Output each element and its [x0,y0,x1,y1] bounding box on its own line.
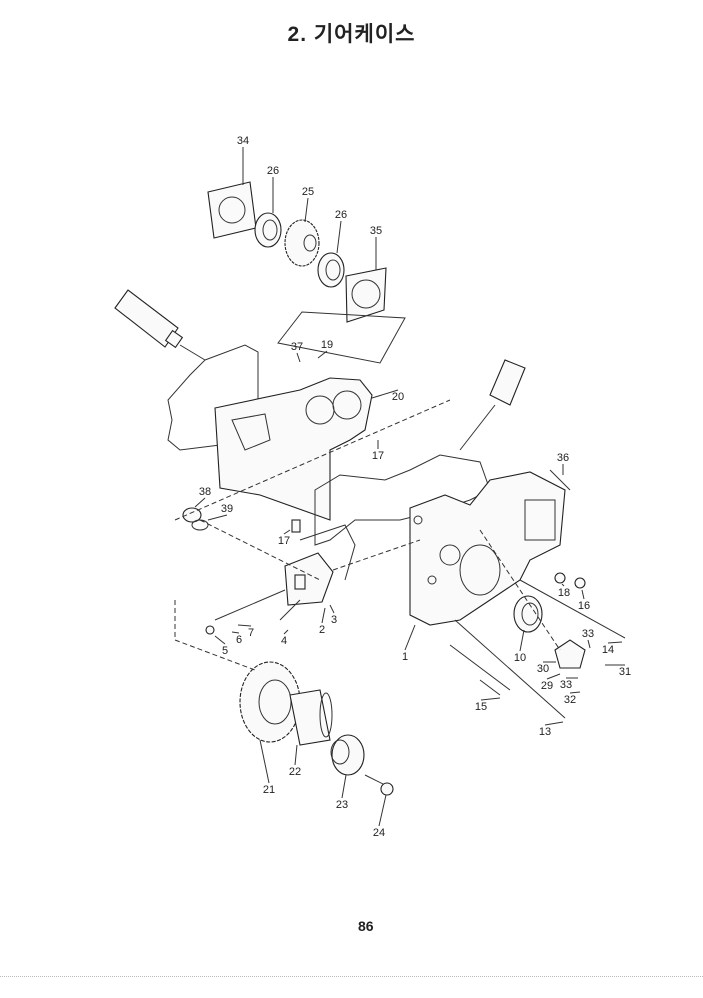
callout-leader [304,197,309,223]
callout-leader [237,624,252,627]
callout-24: 24 [373,827,385,839]
callout-17: 17 [278,535,290,547]
plug-17 [291,519,301,533]
bolt-15 [449,644,511,696]
callout-36: 36 [557,452,569,464]
callout-35: 35 [370,225,382,237]
scan-edge [0,976,703,987]
callout-leader [321,607,326,624]
callout-leader [581,589,585,600]
gasket-35 [345,267,387,323]
bearing-26-lower [317,252,345,288]
assembly-leader-lines [174,399,561,671]
gear-25 [284,219,320,267]
callout-32: 32 [564,694,576,706]
gear-case-1 [409,471,566,626]
callout-31: 31 [619,666,631,678]
callout-39: 39 [221,503,233,515]
callout-5: 5 [222,645,228,657]
callout-7: 7 [248,627,254,639]
oil-filter-left [114,289,206,361]
gasket-left [167,344,263,451]
callout-3: 3 [331,614,337,626]
bearing-cover-34 [207,181,257,239]
gasket-3 [299,524,356,581]
callout-6: 6 [236,634,242,646]
callout-leader [283,529,291,535]
callout-leader [283,629,289,635]
callout-34: 34 [237,135,249,147]
shaft-23 [330,734,365,776]
callout-leader [587,639,591,649]
callout-1: 1 [402,651,408,663]
callout-leader [296,352,301,363]
callout-33: 33 [582,628,594,640]
callout-leader [194,497,206,508]
bolt-13 [454,619,566,719]
timing-cover [214,377,373,521]
cap-38 [182,507,209,531]
callout-leader [341,774,347,799]
washer-18 [554,572,566,584]
group-bracket [277,311,406,364]
callout-leader [561,583,565,587]
callout-leader [607,641,623,644]
clip-16 [574,577,586,589]
callout-23: 23 [336,799,348,811]
callout-26: 26 [267,165,279,177]
nut-5 [205,625,215,635]
oil-seal-10 [513,595,543,633]
callout-18: 18 [558,587,570,599]
bearing-26-upper [254,212,282,248]
callout-leader [207,514,228,521]
callout-38: 38 [199,486,211,498]
callout-leader [329,604,335,614]
callout-14: 14 [602,644,614,656]
bolt-7 [214,589,301,621]
callout-19: 19 [321,339,333,351]
oil-filter-right [459,359,526,451]
bolt-14 [519,579,626,639]
callout-leader [294,744,298,766]
callout-2: 2 [319,624,325,636]
callout-16: 16 [578,600,590,612]
callout-leader [259,739,270,784]
callout-29: 29 [541,680,553,692]
callout-leader [214,635,226,645]
callout-13: 13 [539,726,551,738]
stud-36 [549,469,571,491]
callout-leader [569,691,581,694]
small-cover-30 [554,639,586,669]
callout-leader [546,673,561,680]
callout-leader [336,220,342,254]
page-title: 2. 기어케이스 [287,23,416,46]
callout-4: 4 [281,635,287,647]
callout-leader [231,631,240,634]
page-number: 86 [358,918,374,934]
callout-10: 10 [514,652,526,664]
callout-leader [519,629,525,652]
callout-25: 25 [302,186,314,198]
callout-leader [404,624,416,651]
callout-37: 37 [291,341,303,353]
callout-leader [544,721,564,726]
callout-33: 33 [560,679,572,691]
callout-21: 21 [263,784,275,796]
callout-30: 30 [537,663,549,675]
callout-26: 26 [335,209,347,221]
callout-leader [371,389,399,399]
callout-leader [378,794,387,827]
bolt-24 [364,774,394,796]
callout-22: 22 [289,766,301,778]
callout-leader [480,697,501,701]
callout-15: 15 [475,701,487,713]
cover-plate-2 [284,552,334,606]
bushing-22 [289,689,333,746]
callout-leader [317,350,328,359]
callout-17: 17 [372,450,384,462]
callout-20: 20 [392,391,404,403]
